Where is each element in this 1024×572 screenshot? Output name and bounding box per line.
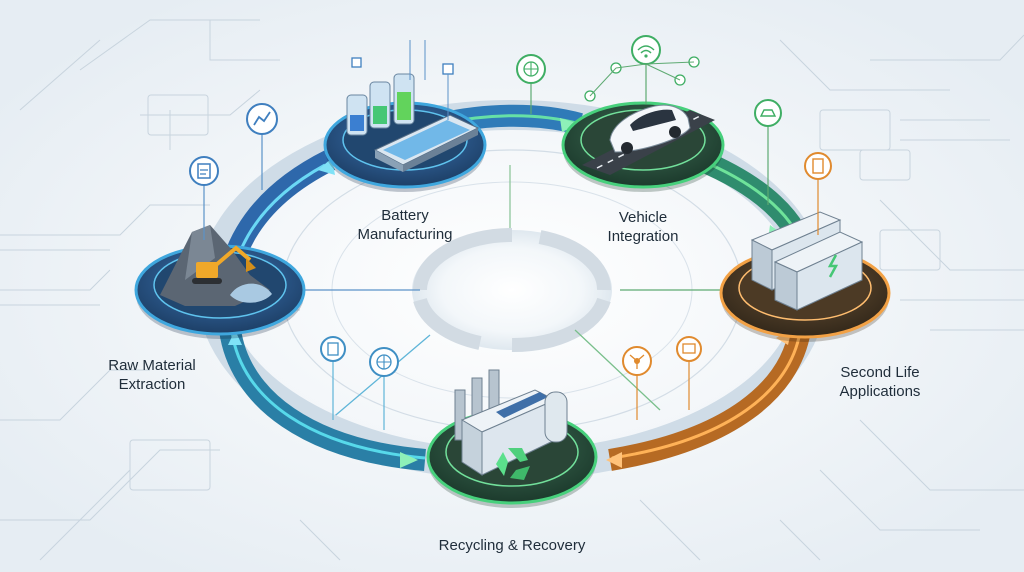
label-vehicle-integration: Vehicle Integration — [607, 209, 679, 245]
car-icon — [754, 99, 782, 205]
arrow-right-icon — [400, 452, 418, 468]
label-battery-manufacturing: Battery Manufacturing — [357, 207, 453, 243]
excavator-icon — [192, 245, 256, 284]
center-hub — [412, 228, 612, 353]
circuit-panels — [129, 94, 941, 491]
checklist-icon — [189, 156, 219, 240]
icon-bubbles — [189, 35, 832, 430]
stage-second-life — [719, 211, 891, 342]
document-icon — [320, 336, 346, 420]
arrow-right-icon — [560, 118, 580, 132]
recycle-icon — [496, 448, 530, 480]
arrow-left-icon — [606, 452, 622, 468]
circuit-traces — [0, 19, 1024, 561]
hub-connectors — [304, 165, 720, 421]
battery-icon — [804, 152, 832, 235]
card-icon — [676, 336, 702, 410]
battery-pack-icon — [373, 114, 480, 172]
globe-network-icon — [369, 347, 399, 430]
stage-battery-manufacturing — [323, 73, 487, 192]
checkpoint-icons — [351, 40, 700, 120]
label-raw-material-extraction: Raw Material Extraction — [108, 357, 196, 393]
factory-icon — [454, 369, 568, 476]
globe-icon — [516, 54, 546, 114]
label-recycling-recovery: Recycling & Recovery — [438, 537, 586, 554]
trend-chart-icon — [246, 103, 278, 190]
stage-vehicle-integration — [561, 101, 725, 192]
stage-recycling — [426, 369, 598, 508]
battery-cells-icon — [346, 73, 415, 136]
network-node-icon — [622, 346, 652, 420]
label-second-life-applications: Second Life Applications — [839, 364, 921, 400]
arrow-up-icon — [228, 330, 242, 345]
stage-raw-material — [134, 225, 306, 339]
electric-car-icon — [609, 104, 691, 154]
